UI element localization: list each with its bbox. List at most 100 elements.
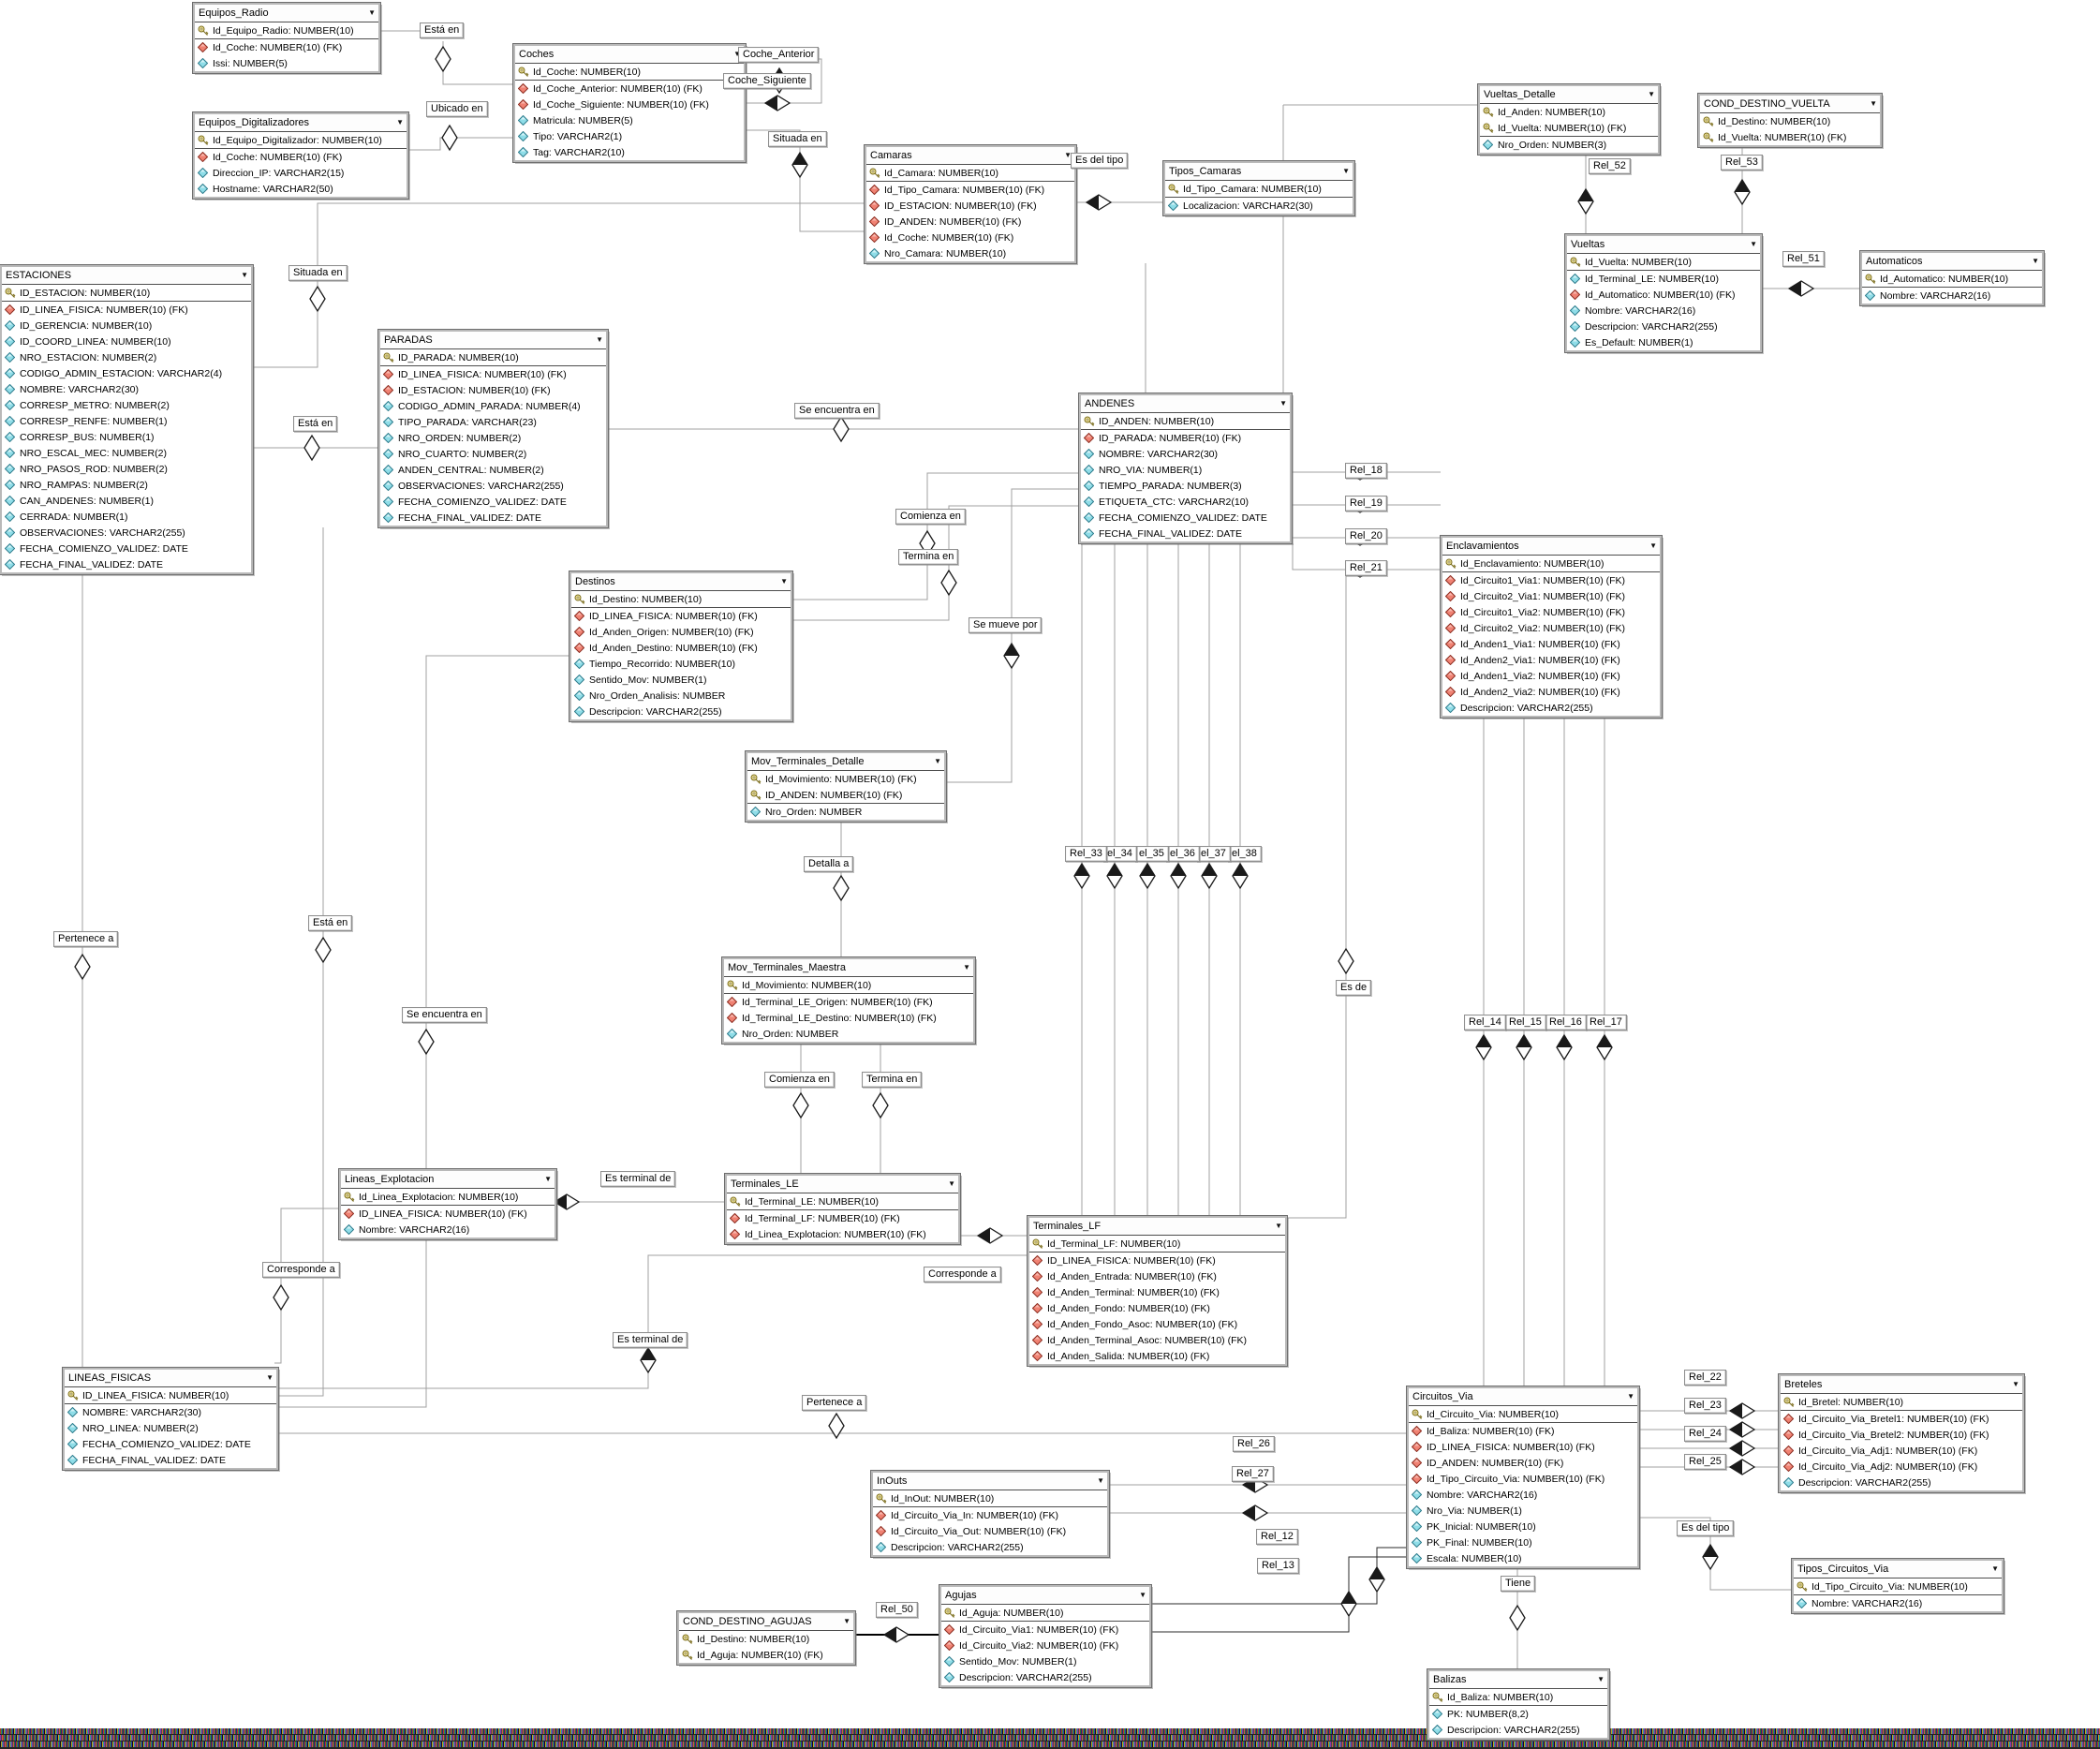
- entity-title[interactable]: Enclavamientos▼: [1442, 538, 1660, 556]
- field-row[interactable]: CORRESP_BUS: NUMBER(1): [2, 429, 251, 445]
- field-row[interactable]: Nombre: VARCHAR2(16): [1409, 1487, 1637, 1503]
- relationship-label[interactable]: Es de: [1336, 980, 1372, 996]
- field-row[interactable]: Id_Circuito_Via_Adj2: NUMBER(10) (FK): [1781, 1459, 2022, 1475]
- field-row[interactable]: Id_Terminal_LE_Destino: NUMBER(10) (FK): [724, 1010, 973, 1026]
- field-row[interactable]: NOMBRE: VARCHAR2(30): [1081, 446, 1290, 462]
- entity-title[interactable]: InOuts▼: [873, 1473, 1107, 1490]
- field-row[interactable]: ID_LINEA_FISICA: NUMBER(10) (FK): [341, 1205, 555, 1222]
- field-row[interactable]: Id_Aguja: NUMBER(10): [941, 1605, 1149, 1621]
- field-row[interactable]: ID_ESTACION: NUMBER(10) (FK): [380, 382, 606, 398]
- field-row[interactable]: Nombre: VARCHAR2(16): [341, 1222, 555, 1238]
- field-row[interactable]: Id_Circuito_Via1: NUMBER(10) (FK): [941, 1621, 1149, 1638]
- field-row[interactable]: Id_Vuelta: NUMBER(10): [1567, 254, 1760, 270]
- field-row[interactable]: Id_Linea_Explotacion: NUMBER(10) (FK): [727, 1226, 958, 1242]
- chevron-down-icon[interactable]: ▼: [1597, 1675, 1605, 1683]
- chevron-down-icon[interactable]: ▼: [1750, 240, 1757, 248]
- relationship-label[interactable]: Coche_Siguiente: [723, 73, 811, 89]
- relationship-label[interactable]: Rel_16: [1545, 1015, 1587, 1030]
- field-row[interactable]: Id_Anden_Terminal_Asoc: NUMBER(10) (FK): [1029, 1332, 1285, 1348]
- field-row[interactable]: Id_Aguja: NUMBER(10) (FK): [679, 1647, 853, 1663]
- field-row[interactable]: Escala: NUMBER(10): [1409, 1550, 1637, 1566]
- field-row[interactable]: Id_Tipo_Circuito_Via: NUMBER(10): [1794, 1579, 2002, 1594]
- chevron-down-icon[interactable]: ▼: [1097, 1476, 1104, 1485]
- field-row[interactable]: NOMBRE: VARCHAR2(30): [2, 381, 251, 397]
- field-row[interactable]: Id_Equipo_Digitalizador: NUMBER(10): [195, 132, 407, 148]
- field-row[interactable]: FECHA_FINAL_VALIDEZ: DATE: [2, 556, 251, 572]
- relationship-label[interactable]: Rel_23: [1684, 1398, 1726, 1414]
- field-row[interactable]: Id_Coche: NUMBER(10) (FK): [195, 148, 407, 165]
- field-row[interactable]: Id_Circuito_Via_Adj1: NUMBER(10) (FK): [1781, 1443, 2022, 1459]
- field-row[interactable]: Id_Automatico: NUMBER(10) (FK): [1567, 287, 1760, 303]
- field-row[interactable]: Id_Movimiento: NUMBER(10) (FK): [747, 771, 944, 787]
- entity-title[interactable]: PARADAS▼: [380, 332, 606, 349]
- field-row[interactable]: OBSERVACIONES: VARCHAR2(255): [380, 478, 606, 494]
- chevron-down-icon[interactable]: ▼: [1279, 399, 1287, 408]
- field-row[interactable]: Matricula: NUMBER(5): [515, 112, 744, 128]
- relationship-label[interactable]: Rel_21: [1345, 560, 1387, 576]
- field-row[interactable]: ID_ESTACION: NUMBER(10): [2, 285, 251, 301]
- field-row[interactable]: Id_InOut: NUMBER(10): [873, 1490, 1107, 1506]
- field-row[interactable]: Nro_Orden_Analisis: NUMBER: [571, 688, 791, 704]
- entity-Tipos_Camaras[interactable]: Tipos_Camaras▼Id_Tipo_Camara: NUMBER(10)…: [1162, 160, 1355, 216]
- chevron-down-icon[interactable]: ▼: [1648, 90, 1655, 98]
- chevron-down-icon[interactable]: ▼: [241, 271, 248, 279]
- relationship-label[interactable]: Rel_22: [1684, 1370, 1726, 1386]
- field-row[interactable]: Id_Circuito2_Via1: NUMBER(10) (FK): [1442, 588, 1660, 604]
- field-row[interactable]: Id_Anden_Destino: NUMBER(10) (FK): [571, 640, 791, 656]
- field-row[interactable]: ID_LINEA_FISICA: NUMBER(10) (FK): [380, 365, 606, 382]
- field-row[interactable]: PK_Inicial: NUMBER(10): [1409, 1519, 1637, 1534]
- field-row[interactable]: Id_Coche: NUMBER(10): [515, 64, 744, 80]
- field-row[interactable]: Nro_Orden: NUMBER: [724, 1026, 973, 1042]
- entity-title[interactable]: Mov_Terminales_Detalle▼: [747, 753, 944, 771]
- entity-title[interactable]: Automaticos▼: [1862, 253, 2042, 271]
- field-row[interactable]: Id_Coche: NUMBER(10) (FK): [866, 230, 1074, 245]
- entity-title[interactable]: ANDENES▼: [1081, 395, 1290, 413]
- relationship-label[interactable]: Rel_50: [876, 1602, 918, 1618]
- field-row[interactable]: NRO_ORDEN: NUMBER(2): [380, 430, 606, 446]
- field-row[interactable]: Id_Tipo_Camara: NUMBER(10) (FK): [866, 181, 1074, 198]
- entity-title[interactable]: LINEAS_FISICAS▼: [65, 1370, 276, 1387]
- field-row[interactable]: Id_Tipo_Camara: NUMBER(10): [1165, 181, 1353, 197]
- entity-Enclavamientos[interactable]: Enclavamientos▼Id_Enclavamiento: NUMBER(…: [1440, 535, 1663, 719]
- entity-Equipos_Radio[interactable]: Equipos_Radio▼Id_Equipo_Radio: NUMBER(10…: [192, 2, 381, 74]
- field-row[interactable]: FECHA_FINAL_VALIDEZ: DATE: [380, 510, 606, 526]
- field-row[interactable]: Tipo: VARCHAR2(1): [515, 128, 744, 144]
- field-row[interactable]: NRO_ESTACION: NUMBER(2): [2, 349, 251, 365]
- field-row[interactable]: ID_GERENCIA: NUMBER(10): [2, 318, 251, 333]
- entity-title[interactable]: ESTACIONES▼: [2, 267, 251, 285]
- relationship-label[interactable]: Rel_12: [1256, 1529, 1298, 1545]
- relationship-label[interactable]: Está en: [308, 915, 353, 931]
- entity-title[interactable]: COND_DESTINO_AGUJAS▼: [679, 1613, 853, 1631]
- field-row[interactable]: NRO_LINEA: NUMBER(2): [65, 1420, 276, 1436]
- field-row[interactable]: FECHA_FINAL_VALIDEZ: DATE: [1081, 526, 1290, 541]
- entity-Lineas_Explotacion[interactable]: Lineas_Explotacion▼Id_Linea_Explotacion:…: [338, 1168, 557, 1240]
- entity-Automaticos[interactable]: Automaticos▼Id_Automatico: NUMBER(10)Nom…: [1859, 250, 2045, 306]
- relationship-label[interactable]: Situada en: [288, 265, 348, 281]
- field-row[interactable]: Id_Circuito2_Via2: NUMBER(10) (FK): [1442, 620, 1660, 636]
- relationship-label[interactable]: Es del tipo: [1071, 153, 1129, 169]
- field-row[interactable]: Sentido_Mov: NUMBER(1): [571, 672, 791, 688]
- relationship-label[interactable]: Rel_51: [1782, 251, 1825, 267]
- entity-PARADAS[interactable]: PARADAS▼ID_PARADA: NUMBER(10)ID_LINEA_FI…: [377, 329, 609, 528]
- relationship-label[interactable]: Se encuentra en: [402, 1007, 487, 1023]
- entity-title[interactable]: COND_DESTINO_VUELTA▼: [1700, 96, 1880, 113]
- relationship-label[interactable]: Es terminal de: [600, 1171, 676, 1187]
- field-row[interactable]: ID_PARADA: NUMBER(10): [380, 349, 606, 365]
- relationship-label[interactable]: el_36: [1165, 846, 1200, 862]
- field-row[interactable]: ID_ANDEN: NUMBER(10) (FK): [866, 214, 1074, 230]
- field-row[interactable]: Id_Anden_Fondo: NUMBER(10) (FK): [1029, 1300, 1285, 1316]
- field-row[interactable]: Id_Anden_Salida: NUMBER(10) (FK): [1029, 1348, 1285, 1364]
- entity-title[interactable]: Coches▼: [515, 46, 744, 64]
- field-row[interactable]: Descripcion: VARCHAR2(255): [1567, 319, 1760, 334]
- entity-title[interactable]: Tipos_Camaras▼: [1165, 163, 1353, 181]
- entity-title[interactable]: Agujas▼: [941, 1587, 1149, 1605]
- relationship-label[interactable]: Detalla a: [804, 856, 854, 872]
- relationship-label[interactable]: Rel_52: [1589, 158, 1631, 174]
- field-row[interactable]: ID_LINEA_FISICA: NUMBER(10) (FK): [1409, 1439, 1637, 1455]
- field-row[interactable]: Id_Baliza: NUMBER(10): [1429, 1689, 1607, 1705]
- relationship-label[interactable]: Rel_25: [1684, 1454, 1726, 1470]
- field-row[interactable]: Id_Movimiento: NUMBER(10): [724, 977, 973, 993]
- field-row[interactable]: Id_Terminal_LF: NUMBER(10) (FK): [727, 1209, 958, 1226]
- field-row[interactable]: Localizacion: VARCHAR2(30): [1165, 197, 1353, 214]
- entity-title[interactable]: Vueltas_Detalle▼: [1480, 86, 1658, 104]
